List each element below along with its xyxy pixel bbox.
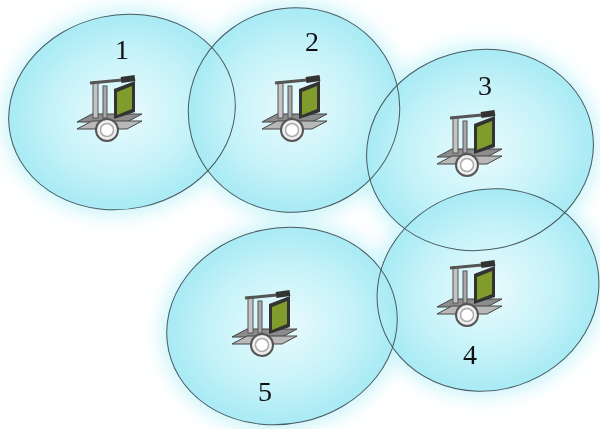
node-number: 1 <box>115 36 129 64</box>
node-number: 5 <box>258 378 272 406</box>
node-number: 4 <box>463 341 477 369</box>
range-outline <box>376 190 600 390</box>
range-ellipse: 3 <box>366 50 594 250</box>
range-ellipse: 4 <box>376 190 600 390</box>
range-ellipse: 5 <box>166 228 398 424</box>
range-ellipse: 2 <box>188 8 400 212</box>
robot-icons <box>77 75 502 356</box>
range-outline <box>166 228 398 424</box>
range-outline <box>188 8 400 212</box>
node-number: 2 <box>305 28 319 56</box>
range-ellipse: 1 <box>8 15 236 209</box>
node-number: 3 <box>478 72 492 100</box>
